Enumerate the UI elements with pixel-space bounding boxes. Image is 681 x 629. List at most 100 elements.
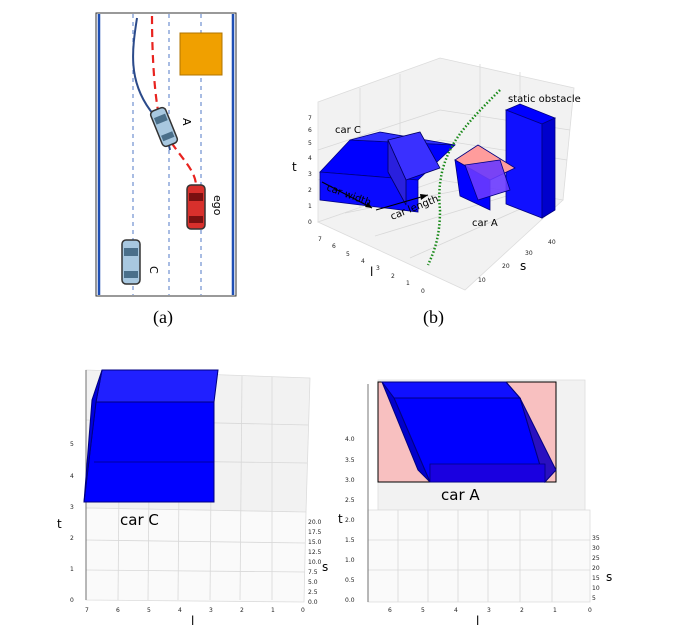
panel-c: car C 0 1 2 3 4 5 t 7 6 5 4 3 2 1 0 l 20… (57, 369, 328, 628)
b-s-axis-label: s (520, 259, 526, 273)
c-s-tick-2.5: 2.5 (308, 589, 318, 596)
panel-a: A ego C (a) (95, 12, 237, 328)
b-l-tick-6: 1 (406, 280, 410, 287)
d-s-tick-15: 15 (592, 575, 600, 582)
c-l-tick-3: 3 (209, 607, 213, 614)
c-l-tick-6: 6 (116, 607, 120, 614)
b-t-axis-label: t (292, 160, 297, 174)
c-s-tick-15.0: 15.0 (308, 539, 322, 546)
b-l-tick-3: 4 (361, 258, 365, 265)
car-a (149, 106, 179, 148)
c-t-tick-5: 5 (70, 441, 74, 448)
c-s-tick-20.0: 20.0 (308, 519, 322, 526)
d-t-tick-2.5: 2.5 (345, 497, 355, 504)
car-c-box-top (83, 369, 219, 503)
static-obstacle (179, 32, 223, 76)
c-l-tick-0: 0 (301, 607, 305, 614)
d-t-tick-0.0: 0.0 (345, 597, 355, 604)
car-c (121, 239, 141, 285)
d-l-tick-4: 4 (454, 607, 458, 614)
ego-trajectory (426, 89, 501, 266)
car-a-label: A (180, 118, 193, 126)
car-c-label-b: car C (335, 125, 361, 136)
panel-d-floor-pane (367, 509, 591, 603)
d-l-tick-1: 1 (553, 607, 557, 614)
d-l-tick-5: 5 (421, 607, 425, 614)
c-s-tick-5.0: 5.0 (308, 579, 318, 586)
car-length-arrowhead (420, 194, 428, 200)
d-l-tick-2: 2 (520, 607, 524, 614)
c-l-axis-label: l (191, 614, 194, 628)
c-l-tick-4: 4 (178, 607, 182, 614)
c-t-tick-1: 1 (70, 566, 74, 573)
c-t-tick-0: 0 (70, 597, 74, 604)
car-a-prism (454, 144, 516, 211)
d-t-tick-3.0: 3.0 (345, 477, 355, 484)
b-s-tick-30: 30 (525, 250, 533, 257)
car-width-arrow (321, 181, 373, 209)
d-t-tick-1.5: 1.5 (345, 537, 355, 544)
b-l-tick-2: 5 (346, 251, 350, 258)
car-a-box-blue (381, 381, 557, 483)
b-l-tick-5: 2 (391, 273, 395, 280)
b-t-tick-0: 0 (308, 219, 312, 226)
b-l-tick-7: 0 (421, 288, 425, 295)
c-t-tick-4: 4 (70, 473, 74, 480)
c-l-tick-1: 1 (271, 607, 275, 614)
c-l-tick-2: 2 (240, 607, 244, 614)
b-s-tick-10: 10 (478, 277, 486, 284)
d-t-axis-label: t (338, 512, 343, 526)
c-l-tick-7: 7 (85, 607, 89, 614)
d-s-tick-30: 30 (592, 545, 600, 552)
c-l-tick-5: 5 (147, 607, 151, 614)
c-s-tick-17.5: 17.5 (308, 529, 322, 536)
b-l-tick-0: 7 (318, 236, 322, 243)
b-t-tick-3: 3 (308, 171, 312, 178)
panel-b-caption: (b) (423, 307, 444, 328)
b-t-tick-6: 6 (308, 127, 312, 134)
d-t-tick-2.0: 2.0 (345, 517, 355, 524)
d-t-tick-0.5: 0.5 (345, 577, 355, 584)
d-l-tick-6: 6 (388, 607, 392, 614)
ego-car (186, 184, 206, 230)
panel-d-grid (368, 510, 590, 602)
c-s-tick-10.0: 10.0 (308, 559, 322, 566)
b-l-tick-1: 6 (332, 243, 336, 250)
c-t-axis-label: t (57, 517, 62, 531)
b-l-tick-4: 3 (376, 265, 380, 272)
c-s-axis-label: s (322, 560, 328, 574)
d-s-tick-35: 35 (592, 535, 600, 542)
d-t-tick-1.0: 1.0 (345, 557, 355, 564)
c-s-tick-12.5: 12.5 (308, 549, 322, 556)
b-s-tick-20: 20 (502, 263, 510, 270)
d-s-tick-10: 10 (592, 585, 600, 592)
b-t-tick-5: 5 (308, 140, 312, 147)
d-s-tick-25: 25 (592, 555, 600, 562)
d-l-tick-0: 0 (588, 607, 592, 614)
car-a-label-d: car A (441, 486, 480, 504)
b-t-tick-7: 7 (308, 115, 312, 122)
car-length-arrow (375, 194, 429, 211)
d-t-tick-3.5: 3.5 (345, 457, 355, 464)
d-s-tick-5: 5 (592, 595, 596, 602)
b-t-tick-1: 1 (308, 203, 312, 210)
d-t-tick-4.0: 4.0 (345, 436, 355, 443)
c-t-tick-3: 3 (70, 504, 74, 511)
car-c-overlap-box (387, 131, 441, 206)
d-s-tick-20: 20 (592, 565, 600, 572)
car-c-label: C (147, 266, 160, 274)
static-obstacle-label: static obstacle (508, 94, 581, 105)
ego-label: ego (211, 195, 224, 216)
car-width-arrowhead (365, 202, 372, 208)
car-a-label-b: car A (472, 218, 498, 229)
car-c-label-c: car C (120, 511, 159, 529)
b-t-tick-2: 2 (308, 187, 312, 194)
d-l-axis-label: l (476, 614, 479, 628)
panel-b: 0 1 2 3 4 5 6 7 t 7 6 5 4 3 2 1 0 l 10 2… (292, 57, 581, 328)
b-l-axis-label: l (370, 265, 373, 279)
c-s-tick-7.5: 7.5 (308, 569, 318, 576)
b-t-tick-4: 4 (308, 155, 312, 162)
d-l-tick-3: 3 (487, 607, 491, 614)
static-obstacle-box (504, 103, 557, 219)
c-s-tick-0.0: 0.0 (308, 599, 318, 606)
